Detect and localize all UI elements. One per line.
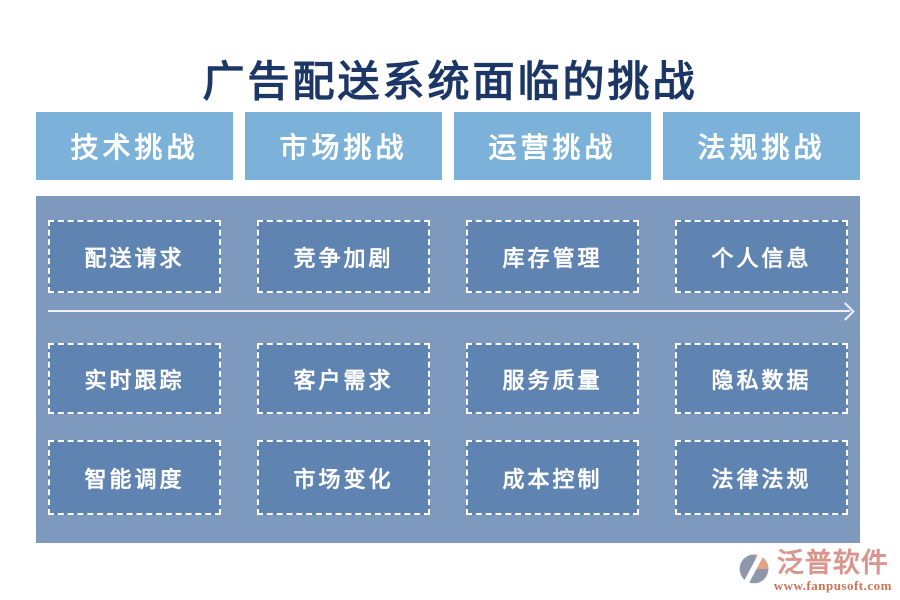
box-realtime-tracking: 实时跟踪: [48, 343, 221, 414]
box-smart-scheduling: 智能调度: [48, 440, 221, 515]
fanpu-logo-icon: [739, 549, 769, 586]
header-operations-challenge: 运营挑战: [454, 112, 651, 180]
header-regulation-challenge: 法规挑战: [663, 112, 860, 180]
flow-arrow-line: [48, 310, 850, 312]
header-market-challenge: 市场挑战: [245, 112, 442, 180]
challenge-row-2: 实时跟踪 客户需求 服务质量 隐私数据: [36, 343, 860, 414]
box-customer-demand: 客户需求: [257, 343, 430, 414]
box-competition-intensify: 竞争加剧: [257, 220, 430, 293]
challenge-row-3: 智能调度 市场变化 成本控制 法律法规: [36, 440, 860, 515]
box-cost-control: 成本控制: [466, 440, 639, 515]
box-service-quality: 服务质量: [466, 343, 639, 414]
flow-arrow-head-icon: [836, 302, 855, 321]
brand-url: www.fanpusoft.com: [773, 578, 892, 593]
page-title: 广告配送系统面临的挑战: [202, 60, 698, 106]
fanpu-logo: 泛普软件 www.fanpusoft.com: [736, 547, 892, 594]
challenge-row-1: 配送请求 竞争加剧 库存管理 个人信息: [36, 220, 860, 293]
fanpu-logo-text: 泛普软件 www.fanpusoft.com: [773, 547, 892, 594]
box-delivery-request: 配送请求: [48, 220, 221, 293]
box-personal-info: 个人信息: [675, 220, 848, 293]
challenges-panel: 配送请求 竞争加剧 库存管理 个人信息 实时跟踪 客户需求 服务质量 隐私数据 …: [36, 196, 860, 543]
box-laws-regulations: 法律法规: [675, 440, 848, 515]
box-market-change: 市场变化: [257, 440, 430, 515]
category-header-row: 技术挑战 市场挑战 运营挑战 法规挑战: [36, 112, 860, 180]
box-inventory-management: 库存管理: [466, 220, 639, 293]
brand-name: 泛普软件: [776, 547, 889, 578]
box-privacy-data: 隐私数据: [675, 343, 848, 414]
header-technical-challenge: 技术挑战: [36, 112, 233, 180]
